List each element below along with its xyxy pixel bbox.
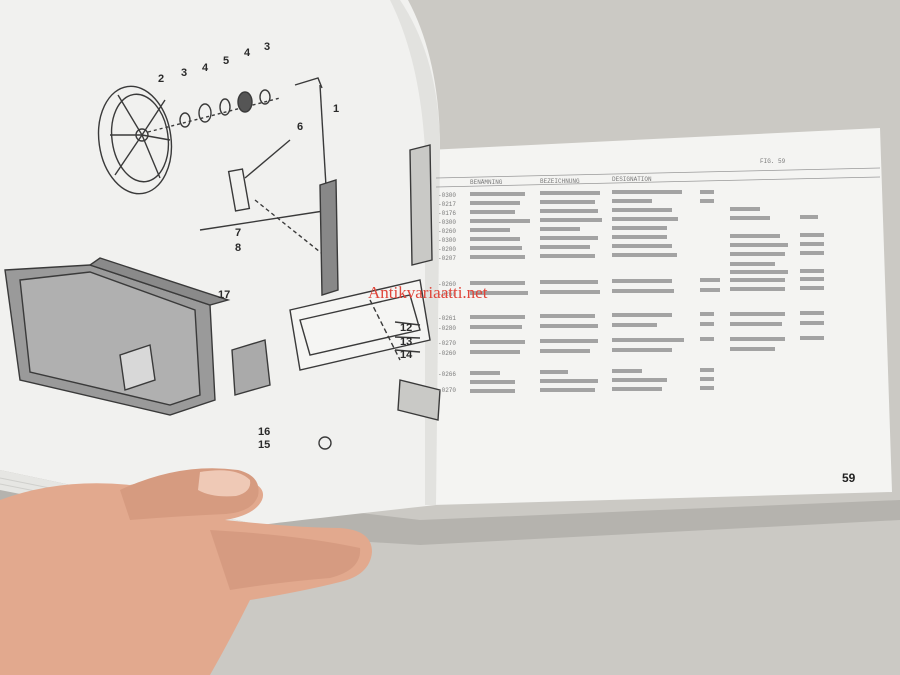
table-row-id: -0260 xyxy=(438,281,456,288)
parts-table: FIG. 59 BENÄMNING BEZEICHNUNG DESIGNATIO… xyxy=(435,158,881,394)
finger-shadow xyxy=(210,530,361,590)
table-row-id: -0260 xyxy=(438,228,456,235)
wheel xyxy=(97,85,173,195)
table-header-right: FIG. 59 xyxy=(760,158,786,165)
watermark: Antikvariaatti.net xyxy=(368,283,488,302)
table-row-id: -0200 xyxy=(438,246,456,253)
callout-1: 1 xyxy=(333,103,339,115)
callout-13: 13 xyxy=(400,336,412,348)
callout-2: 2 xyxy=(158,73,164,85)
table-row-id: -0266 xyxy=(438,371,456,378)
callout-12: 12 xyxy=(400,322,412,334)
table-col-2: BEZEICHNUNG xyxy=(540,178,580,185)
callout-16: 16 xyxy=(258,426,270,438)
callout-14: 14 xyxy=(400,349,413,361)
callout-6: 6 xyxy=(297,121,303,133)
table-row-id: -0300 xyxy=(438,192,456,199)
thumbnail xyxy=(198,470,251,497)
table-row-id: -0300 xyxy=(438,237,456,244)
hand xyxy=(0,468,372,675)
callout-5: 5 xyxy=(223,55,229,67)
table-row-id: -0261 xyxy=(438,315,456,322)
table-row-id: -0207 xyxy=(438,255,456,262)
table-row-id: -0270 xyxy=(438,387,456,394)
table-col-3: DESIGNATION xyxy=(612,176,652,183)
table-col-1: BENÄMNING xyxy=(470,179,503,186)
left-page xyxy=(0,0,440,525)
page-number: 59 xyxy=(842,471,856,485)
callout-15: 15 xyxy=(258,439,270,451)
table-row-id: -0176 xyxy=(438,210,456,217)
table-row-id: -0217 xyxy=(438,201,456,208)
callout-labels: 1 2 3 4 5 4 3 6 7 8 17 12 13 14 16 15 xyxy=(158,41,413,451)
callout-4a: 4 xyxy=(202,62,209,74)
callout-7: 7 xyxy=(235,227,241,239)
palm xyxy=(0,475,372,675)
callout-3b: 3 xyxy=(264,41,270,53)
table-row-id: -0260 xyxy=(438,291,456,298)
table-row-id: -0260 xyxy=(438,350,456,357)
table-row-id: -0300 xyxy=(438,219,456,226)
page-gutter-shade xyxy=(390,0,440,505)
table-row-id: -0280 xyxy=(438,325,456,332)
callout-17: 17 xyxy=(218,289,230,301)
exploded-diagram xyxy=(4,77,441,450)
callout-8: 8 xyxy=(235,242,241,254)
table-row-id: -0270 xyxy=(438,340,456,347)
callout-3a: 3 xyxy=(181,67,187,79)
table-text-rows xyxy=(470,190,824,393)
callout-4b: 4 xyxy=(244,47,251,59)
